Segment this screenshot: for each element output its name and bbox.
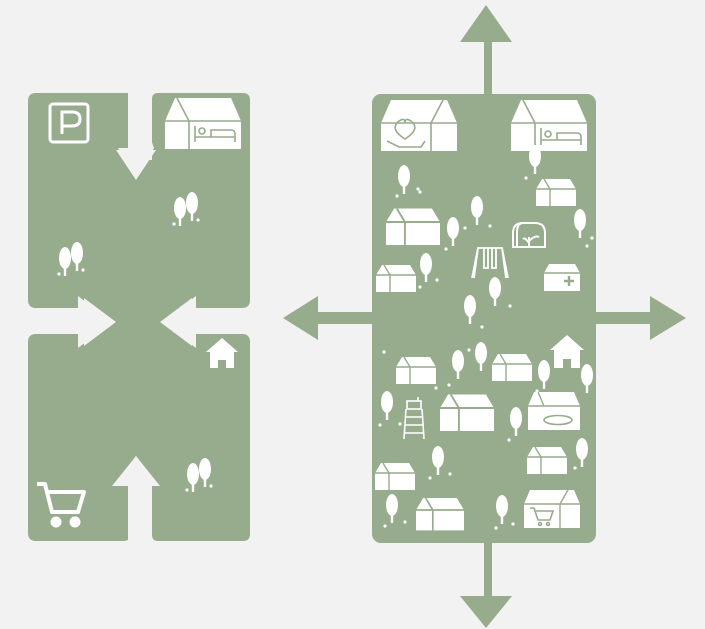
playground-swing-icon <box>471 247 509 279</box>
parking-icon <box>48 102 90 144</box>
left-arrow-right <box>28 298 116 346</box>
left-gap-top <box>134 93 154 160</box>
house <box>385 207 441 246</box>
shopping-cart-icon <box>524 489 580 528</box>
hotel-icon <box>165 97 241 149</box>
climbing-frame-icon <box>403 397 425 440</box>
clinic-icon <box>544 264 580 291</box>
hotel-icon <box>511 99 587 151</box>
home-icon <box>206 338 238 368</box>
house <box>491 353 533 382</box>
right-panel <box>283 5 686 628</box>
right-arrow-left <box>283 296 376 340</box>
house <box>374 462 416 491</box>
bakery-icon <box>528 391 580 430</box>
right-arrow-up <box>460 5 512 98</box>
left-arrow-up <box>114 456 158 541</box>
right-arrow-down <box>460 540 512 628</box>
house <box>415 497 465 532</box>
right-main-block <box>372 94 596 543</box>
right-arrow-right <box>592 296 686 340</box>
house <box>535 178 577 207</box>
house <box>375 264 417 293</box>
left-arrow-left <box>160 298 250 346</box>
house <box>395 356 437 385</box>
tree-icon <box>378 145 594 530</box>
shopping-cart-icon <box>37 482 86 528</box>
left-panel <box>28 93 250 541</box>
house <box>526 446 568 475</box>
greenhouse-icon <box>512 222 546 248</box>
care-home-icon <box>381 99 457 151</box>
home-icon <box>550 335 584 368</box>
house <box>439 393 495 432</box>
